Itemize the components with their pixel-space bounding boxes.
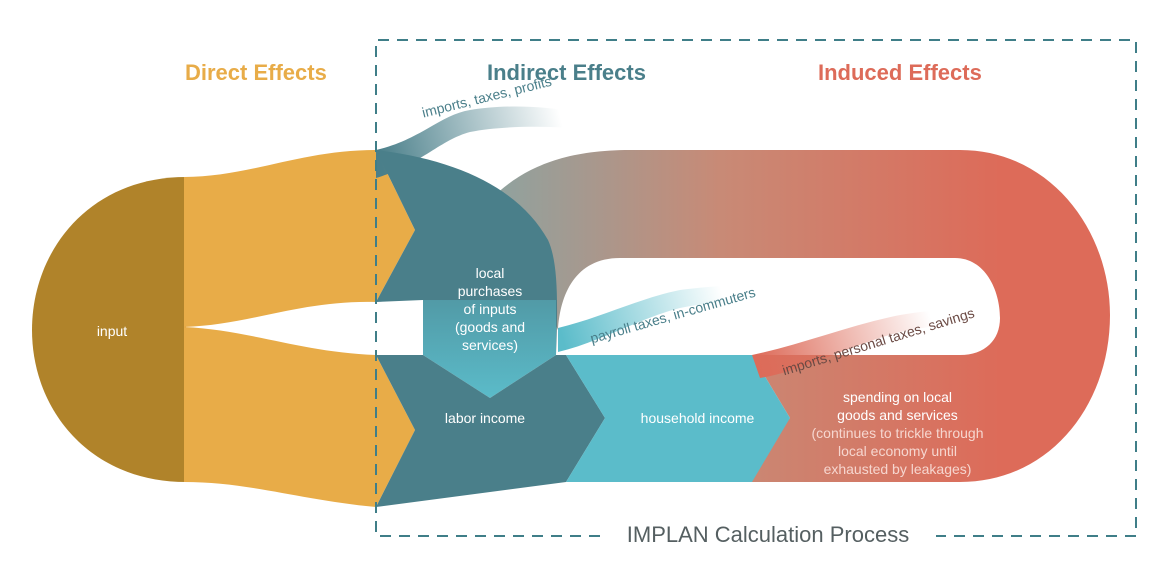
header-induced-effects: Induced Effects — [818, 60, 982, 85]
input-block — [32, 177, 186, 482]
leak-imports-personal — [752, 308, 1000, 378]
labor-income-block — [376, 355, 605, 507]
label-household-income: household income — [640, 410, 755, 426]
label-spending-note: (continues to trickle through local econ… — [811, 425, 984, 477]
label-labor-income: labor income — [444, 410, 526, 426]
local-purchases-arrow — [423, 300, 556, 398]
header-indirect-effects: Indirect Effects — [487, 60, 646, 85]
direct-lower-branch — [184, 327, 415, 507]
process-label: IMPLAN Calculation Process — [603, 522, 933, 548]
induced-loop — [490, 150, 1110, 482]
leak-payroll-taxes — [558, 285, 775, 352]
label-spending-title: spending on local goods and services — [837, 389, 958, 423]
label-input: input — [96, 323, 128, 339]
label-local-purchases: local purchases of inputs (goods and ser… — [454, 265, 526, 353]
household-income-block — [566, 355, 790, 482]
direct-upper-branch — [184, 150, 415, 327]
leak-imports-taxes-profits — [376, 106, 575, 178]
header-direct-effects: Direct Effects — [185, 60, 327, 85]
